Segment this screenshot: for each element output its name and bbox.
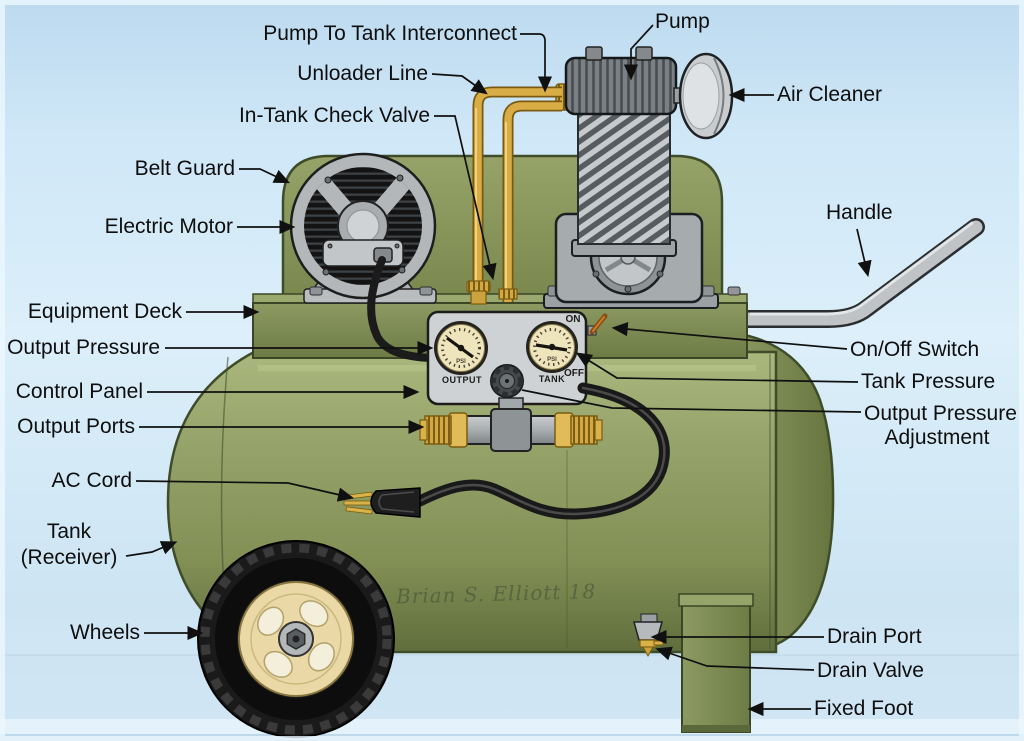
label-electric-motor: Electric Motor: [104, 215, 233, 238]
label-pump: Pump: [655, 10, 710, 33]
unloader-line-pipe: [466, 86, 562, 305]
panel-on-label: ON: [565, 314, 581, 325]
air-cleaner: [678, 52, 734, 140]
pump-to-tank-interconnect-pipe: [498, 100, 562, 302]
label-drain-valve: Drain Valve: [817, 659, 924, 682]
label-ac-cord: AC Cord: [51, 469, 132, 492]
on-off-switch: [587, 313, 608, 336]
pump-head: [564, 56, 678, 116]
leader-lines: [125, 24, 872, 717]
output-port-left: [419, 412, 468, 448]
output-gauge-psi-label: PSI: [456, 359, 466, 365]
ac-cord: [343, 382, 670, 520]
label-opa-line2: Adjustment: [884, 426, 990, 449]
label-on-off-switch: On/Off Switch: [850, 338, 980, 361]
label-drain-port: Drain Port: [827, 625, 922, 648]
panel-output-gauge-label: OUTPUT: [442, 375, 482, 385]
panel-tank-gauge-label: TANK: [538, 374, 566, 384]
output-port-right: [554, 412, 603, 448]
tank-pressure-gauge: [526, 321, 578, 373]
wheel-spoke-cutouts: [257, 600, 335, 678]
control-panel: [426, 310, 608, 406]
handle: [740, 218, 985, 328]
label-tank-line2: (Receiver): [20, 546, 118, 569]
panel-off-label: OFF: [564, 368, 584, 379]
label-in-tank-check-valve: In-Tank Check Valve: [238, 104, 430, 127]
label-handle: Handle: [826, 201, 893, 224]
label-output-pressure-adjustment: Output Pressure Adjustment: [864, 402, 1017, 450]
label-fixed-foot: Fixed Foot: [814, 697, 914, 720]
label-control-panel: Control Panel: [15, 380, 143, 403]
label-wheels: Wheels: [69, 621, 140, 644]
output-pressure-gauge: [434, 321, 488, 375]
label-pump-to-tank-interconnect: Pump To Tank Interconnect: [263, 22, 517, 45]
artist-watermark: Brian S. Elliott 18: [395, 579, 597, 609]
label-output-pressure: Output Pressure: [7, 336, 160, 359]
label-air-cleaner: Air Cleaner: [777, 83, 883, 106]
label-unloader-line: Unloader Line: [297, 62, 428, 85]
label-output-ports: Output Ports: [17, 415, 135, 438]
wheel: [197, 540, 395, 738]
output-pressure-adjustment-knob: [490, 364, 524, 398]
label-belt-guard: Belt Guard: [134, 157, 235, 180]
label-opa-line1: Output Pressure: [864, 402, 1017, 425]
label-equipment-deck: Equipment Deck: [27, 300, 182, 323]
electric-motor: [289, 152, 437, 304]
tank-gauge-psi-label: PSI: [547, 357, 557, 363]
label-tank-pressure: Tank Pressure: [861, 370, 996, 393]
label-tank-line1: Tank: [46, 520, 92, 543]
label-tank-receiver: Tank (Receiver): [14, 519, 124, 571]
drain-port: [633, 621, 663, 641]
ac-plug: [343, 487, 421, 518]
motor-cable: [367, 256, 436, 362]
output-ports: [419, 397, 603, 452]
check-valve-fitting: [466, 280, 491, 293]
pipes: [466, 86, 562, 305]
fixed-foot: [678, 593, 754, 733]
pump: [543, 46, 734, 309]
